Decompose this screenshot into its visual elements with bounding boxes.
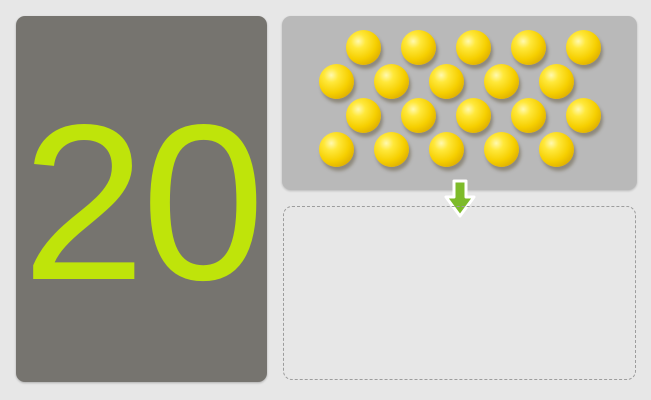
ball[interactable] bbox=[566, 98, 601, 133]
ball[interactable] bbox=[319, 64, 354, 99]
ball[interactable] bbox=[401, 30, 436, 65]
drop-zone[interactable] bbox=[283, 206, 636, 380]
ball[interactable] bbox=[484, 132, 519, 167]
ball[interactable] bbox=[429, 64, 464, 99]
ball[interactable] bbox=[374, 132, 409, 167]
ball[interactable] bbox=[566, 30, 601, 65]
ball[interactable] bbox=[429, 132, 464, 167]
ball[interactable] bbox=[511, 30, 546, 65]
ball[interactable] bbox=[511, 98, 546, 133]
ball[interactable] bbox=[539, 132, 574, 167]
balls-tray bbox=[282, 16, 637, 190]
ball[interactable] bbox=[484, 64, 519, 99]
ball[interactable] bbox=[319, 132, 354, 167]
ball[interactable] bbox=[456, 30, 491, 65]
ball[interactable] bbox=[456, 98, 491, 133]
ball[interactable] bbox=[401, 98, 436, 133]
target-number: 20 bbox=[22, 79, 265, 327]
number-card: 20 bbox=[16, 16, 267, 382]
ball[interactable] bbox=[539, 64, 574, 99]
ball[interactable] bbox=[346, 30, 381, 65]
ball[interactable] bbox=[346, 98, 381, 133]
ball[interactable] bbox=[374, 64, 409, 99]
